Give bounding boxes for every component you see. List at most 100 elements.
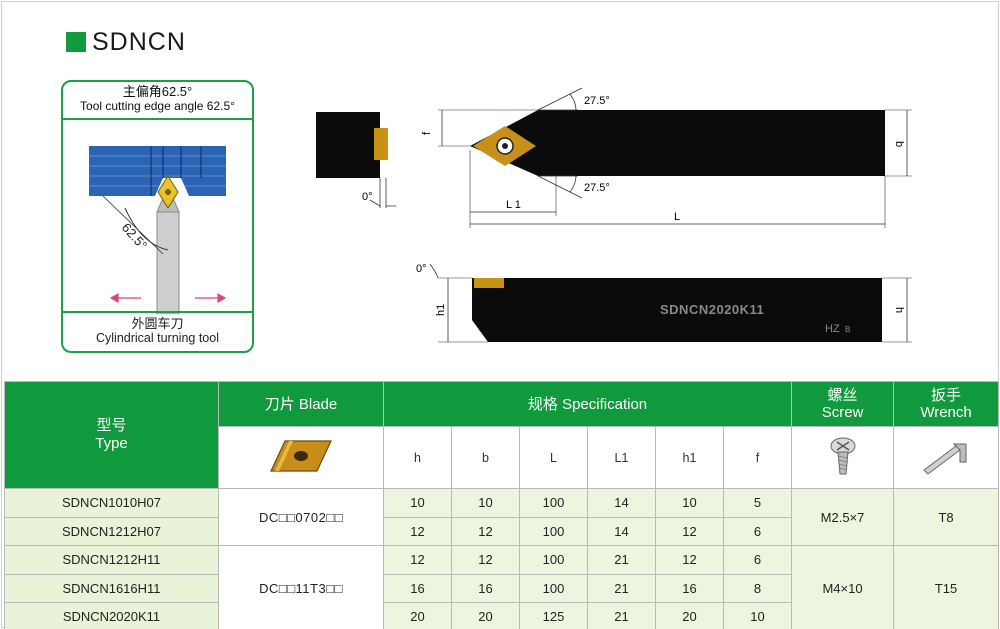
wrench-header-zh: 扳手 <box>931 387 962 404</box>
value-cell: 12 <box>451 516 520 546</box>
type-cell: SDNCN1616H11 <box>4 573 219 603</box>
screw-cell: M4×10 <box>791 545 895 629</box>
bottom-angle-label: 27.5° <box>584 182 610 194</box>
end-view-angle-label: 0° <box>362 191 373 203</box>
wrench-icon <box>923 443 967 475</box>
value-cell: 6 <box>722 516 793 546</box>
value-cell: 12 <box>451 545 520 575</box>
card-footer-en: Cylindrical turning tool <box>96 331 219 345</box>
value-cell: 20 <box>655 602 724 629</box>
value-cell: 14 <box>587 516 656 546</box>
cutting-angle-diagram: 62.5° <box>89 146 227 314</box>
value-cell: 12 <box>655 545 724 575</box>
blade-code-cell: DC□□0702□□ <box>218 488 384 546</box>
value-cell: 20 <box>383 602 452 629</box>
wrench-header-en: Wrench <box>920 404 972 421</box>
wrench-cell: T15 <box>893 545 1000 629</box>
type-cell: SDNCN2020K11 <box>4 602 219 629</box>
card-header: 主偏角62.5° Tool cutting edge angle 62.5° <box>63 82 252 120</box>
side-view-angle-label: 0° <box>416 263 427 275</box>
insert-icon <box>270 440 332 472</box>
value-cell: 100 <box>519 516 588 546</box>
type-cell: SDNCN1010H07 <box>4 488 219 518</box>
card-angle-label: 62.5° <box>119 220 151 253</box>
value-cell: 12 <box>383 545 452 575</box>
spec-col-L1: L1 <box>587 426 656 489</box>
type-cell: SDNCN1212H07 <box>4 516 219 546</box>
workpiece-block <box>89 146 226 196</box>
dim-b-label: b <box>893 141 905 147</box>
dim-L1-label: L 1 <box>506 199 521 211</box>
side-view: SDNCN2020K11 HZ B 0° h1 h <box>416 263 912 343</box>
spec-col-b: b <box>451 426 520 489</box>
value-cell: 16 <box>451 573 520 603</box>
end-view-shank <box>316 112 380 178</box>
dim-f-label: f <box>421 131 433 135</box>
title-text: SDNCN <box>92 27 186 56</box>
type-header-zh: 型号 <box>96 417 127 434</box>
value-cell: 100 <box>519 545 588 575</box>
blade-code-cell: DC□□11T3□□ <box>218 545 384 629</box>
type-header-en: Type <box>95 435 128 452</box>
top-view: 27.5° 27.5° f b L 1 L <box>421 87 912 228</box>
spec-col-h: h <box>383 426 452 489</box>
wrench-header: 扳手 Wrench <box>893 381 1000 427</box>
screw-cell: M2.5×7 <box>791 488 895 546</box>
spec-col-f: f <box>722 426 793 489</box>
value-cell: 21 <box>587 602 656 629</box>
value-cell: 100 <box>519 488 588 518</box>
page-title: SDNCN <box>66 28 186 56</box>
card-title-en: Tool cutting edge angle 62.5° <box>80 99 235 113</box>
spec-col-h1: h1 <box>655 426 724 489</box>
card-footer-zh: 外圆车刀 <box>131 316 184 331</box>
value-cell: 12 <box>383 516 452 546</box>
value-cell: 21 <box>587 573 656 603</box>
title-marker <box>66 32 86 52</box>
value-cell: 21 <box>587 545 656 575</box>
shank-brand-mark: B <box>845 325 850 334</box>
value-cell: 16 <box>655 573 724 603</box>
wrench-cell: T8 <box>893 488 1000 546</box>
value-cell: 12 <box>655 516 724 546</box>
value-cell: 10 <box>383 488 452 518</box>
feed-arrows <box>109 292 227 304</box>
card-title-zh: 主偏角62.5° <box>122 84 193 99</box>
card-insert-hole <box>165 189 171 195</box>
type-header: 型号 Type <box>4 381 219 489</box>
value-cell: 10 <box>722 602 793 629</box>
wrench-image-cell <box>893 426 1000 489</box>
side-view-insert <box>474 278 504 288</box>
screw-icon <box>830 437 856 475</box>
value-cell: 16 <box>383 573 452 603</box>
screw-header-zh: 螺丝 <box>827 387 858 404</box>
side-view-shank <box>472 278 882 342</box>
type-cell: SDNCN1212H11 <box>4 545 219 575</box>
value-cell: 8 <box>722 573 793 603</box>
value-cell: 10 <box>451 488 520 518</box>
tool-holder-drawing: 0° 27.5° 27.5° f b L 1 L <box>316 87 912 343</box>
screw-header: 螺丝 Screw <box>791 381 895 427</box>
dim-h-label: h <box>893 307 905 313</box>
spec-header: 规格 Specification <box>382 381 793 427</box>
blade-image-cell <box>218 426 384 489</box>
tool-shank-side <box>156 211 180 314</box>
angle-leader <box>102 195 164 255</box>
end-view: 0° <box>316 112 396 208</box>
screw-image-cell <box>791 426 895 489</box>
shank-marking: SDNCN2020K11 <box>660 302 764 317</box>
value-cell: 20 <box>451 602 520 629</box>
top-angle-label: 27.5° <box>584 95 610 107</box>
value-cell: 6 <box>722 545 793 575</box>
end-view-insert <box>374 128 388 160</box>
cutting-angle-card: 主偏角62.5° Tool cutting edge angle 62.5° 6… <box>61 80 254 353</box>
value-cell: 100 <box>519 573 588 603</box>
dim-h1-label: h1 <box>435 304 447 316</box>
value-cell: 5 <box>722 488 793 518</box>
top-view-shank <box>470 110 885 176</box>
screw-header-en: Screw <box>821 404 864 421</box>
value-cell: 125 <box>519 602 588 629</box>
card-footer: 外圆车刀 Cylindrical turning tool <box>63 311 252 351</box>
value-cell: 10 <box>655 488 724 518</box>
value-cell: 14 <box>587 488 656 518</box>
workpiece-hatch <box>89 155 226 187</box>
